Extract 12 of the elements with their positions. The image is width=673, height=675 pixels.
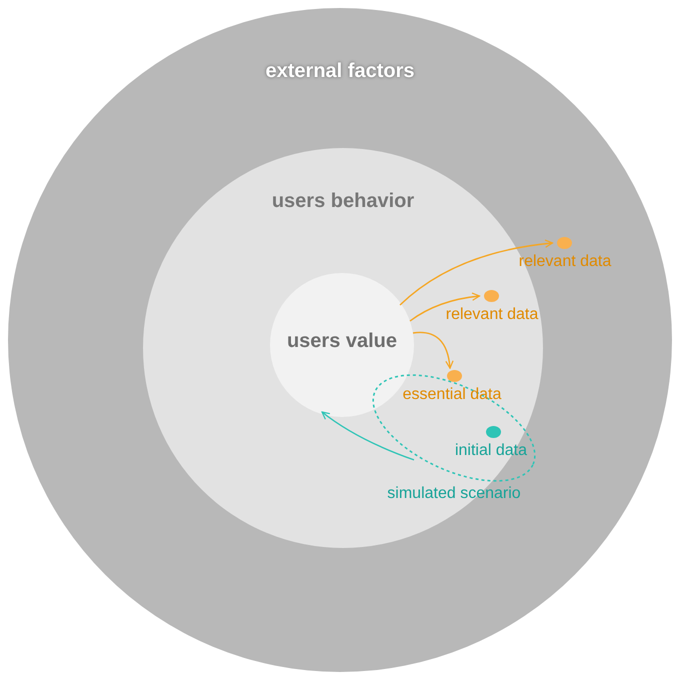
arrow [410, 292, 480, 322]
data-label: relevant data [518, 253, 612, 271]
scenario-label: simulated scenario [386, 485, 522, 503]
data-label: essential data [402, 386, 502, 404]
circle-title: users behavior [270, 190, 416, 213]
arrow [400, 240, 554, 306]
circle-title: external factors [264, 60, 416, 83]
data-label: initial data [454, 442, 528, 460]
circle-title: users value [286, 330, 398, 353]
arrow [412, 332, 454, 369]
arrow [321, 411, 414, 461]
data-label: relevant data [444, 306, 540, 324]
